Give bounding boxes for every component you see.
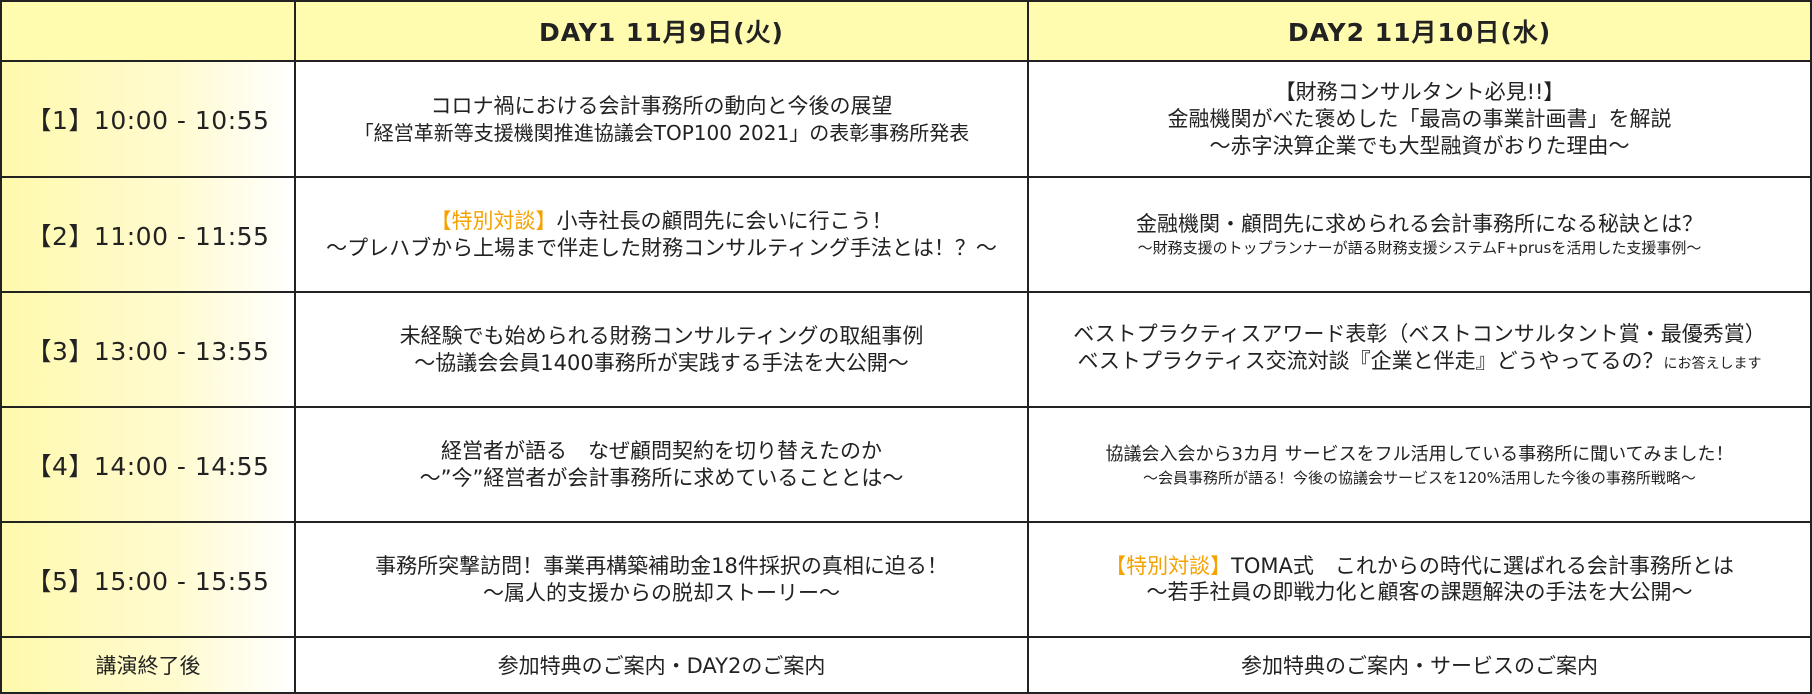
closing-day1: 参加特典のご案内・DAY2のご案内 [296,638,1029,692]
header-day2: DAY2 11月10日(水) [1029,2,1810,62]
session-title-line: 【特別対談】小寺社長の顧問先に会いに行こう！ [431,208,893,235]
time-label: 【4】14:00 - 14:55 [26,451,270,481]
special-talk-badge: 【特別対談】 [1105,554,1232,578]
closing-label-cell: 講演終了後 [2,638,296,692]
session-subtitle: 〜会員事務所が語る！今後の協議会サービスを120%活用した今後の事務所戦略〜 [1143,468,1696,487]
session-title: 金融機関・顧問先に求められる会計事務所になる秘訣とは？ [1136,212,1703,236]
session-4-day1: 経営者が語る なぜ顧問契約を切り替えたのか 〜”今”経営者が会計事務所に求めてい… [296,408,1029,523]
session-title: TOMA式 これからの時代に選ばれる会計事務所とは [1231,554,1734,578]
header-day1-label: DAY1 11月9日(火) [539,18,784,47]
session-subtitle: 〜属人的支援からの脱却ストーリー〜 [483,580,840,605]
session-3-time: 【3】13:00 - 13:55 [2,293,296,408]
closing-label: 講演終了後 [95,654,201,678]
closing-day2-text: 参加特典のご案内・サービスのご案内 [1241,654,1598,678]
time-label: 【2】11:00 - 11:55 [26,221,270,251]
session-title: ベストプラクティスアワード表彰（ベストコンサルタント賞・最優秀賞） [1073,322,1766,346]
session-title: 経営者が語る なぜ顧問契約を切り替えたのか [441,438,882,463]
session-1-day2: 【財務コンサルタント必見!!】 金融機関がべた褒めした「最高の事業計画書」を解説… [1029,62,1810,178]
session-subtitle: 「経営革新等支援機関推進協議会TOP100 2021」の表彰事務所発表 [353,120,970,145]
session-title: 金融機関がべた褒めした「最高の事業計画書」を解説 [1167,106,1672,131]
session-subtitle: ベストプラクティス交流対談『企業と伴走』どうやってるの？ [1077,349,1664,373]
session-5-day1: 事務所突撃訪問！事業再構築補助金18件採択の真相に迫る！ 〜属人的支援からの脱却… [296,523,1029,638]
session-subtitle: 〜財務支援のトップランナーが語る財務支援システムF+prusを活用した支援事例〜 [1137,239,1702,257]
session-subtitle-line: ベストプラクティス交流対談『企業と伴走』どうやってるの？にお答えします [1077,348,1761,378]
session-title: 未経験でも始められる財務コンサルティングの取組事例 [399,323,924,348]
session-tag: 【財務コンサルタント必見!!】 [1274,79,1565,104]
session-1-time: 【1】10:00 - 10:55 [2,62,296,178]
header-day1: DAY1 11月9日(火) [296,2,1029,62]
session-title: コロナ禍における会計事務所の動向と今後の展望 [430,93,893,118]
session-2-day1: 【特別対談】小寺社長の顧問先に会いに行こう！ 〜プレハブから上場まで伴走した財務… [296,178,1029,293]
session-4-day2: 協議会入会から3カ月 サービスをフル活用している事務所に聞いてみました！ 〜会員… [1029,408,1810,523]
session-subtitle: 〜プレハブから上場まで伴走した財務コンサルティング手法とは！？〜 [326,235,997,260]
session-4-time: 【4】14:00 - 14:55 [2,408,296,523]
session-5-time: 【5】15:00 - 15:55 [2,523,296,638]
session-5-day2: 【特別対談】TOMA式 これからの時代に選ばれる会計事務所とは 〜若手社員の即戦… [1029,523,1810,638]
session-title: 事務所突撃訪問！事業再構築補助金18件採択の真相に迫る！ [375,553,948,578]
session-subtitle: 〜赤字決算企業でも大型融資がおりた理由〜 [1209,133,1630,158]
time-label: 【3】13:00 - 13:55 [26,336,270,366]
session-1-day1: コロナ禍における会計事務所の動向と今後の展望 「経営革新等支援機関推進協議会TO… [296,62,1029,178]
session-title-line: 【特別対談】TOMA式 これからの時代に選ばれる会計事務所とは [1105,553,1734,579]
session-subtitle: 〜”今”経営者が会計事務所に求めていることとは〜 [419,465,904,490]
special-talk-badge: 【特別対談】 [430,208,557,233]
session-subtitle: 〜協議会会員1400事務所が実践する手法を大公開〜 [414,350,909,375]
header-day2-label: DAY2 11月10日(水) [1287,18,1552,47]
closing-day2: 参加特典のご案内・サービスのご案内 [1029,638,1810,692]
session-note: にお答えします [1663,356,1762,372]
session-title: 小寺社長の顧問先に会いに行こう！ [556,208,893,233]
header-corner-cell [2,2,296,62]
session-title: 協議会入会から3カ月 サービスをフル活用している事務所に聞いてみました！ [1105,443,1734,465]
session-2-day2: 金融機関・顧問先に求められる会計事務所になる秘訣とは？ 〜財務支援のトップランナ… [1029,178,1810,293]
session-3-day1: 未経験でも始められる財務コンサルティングの取組事例 〜協議会会員1400事務所が… [296,293,1029,408]
time-label: 【5】15:00 - 15:55 [26,566,270,596]
session-3-day2: ベストプラクティスアワード表彰（ベストコンサルタント賞・最優秀賞） ベストプラク… [1029,293,1810,408]
closing-day1-text: 参加特典のご案内・DAY2のご案内 [497,654,826,678]
time-label: 【1】10:00 - 10:55 [26,106,270,135]
session-subtitle: 〜若手社員の即戦力化と顧客の課題解決の手法を大公開〜 [1146,580,1693,604]
session-2-time: 【2】11:00 - 11:55 [2,178,296,293]
